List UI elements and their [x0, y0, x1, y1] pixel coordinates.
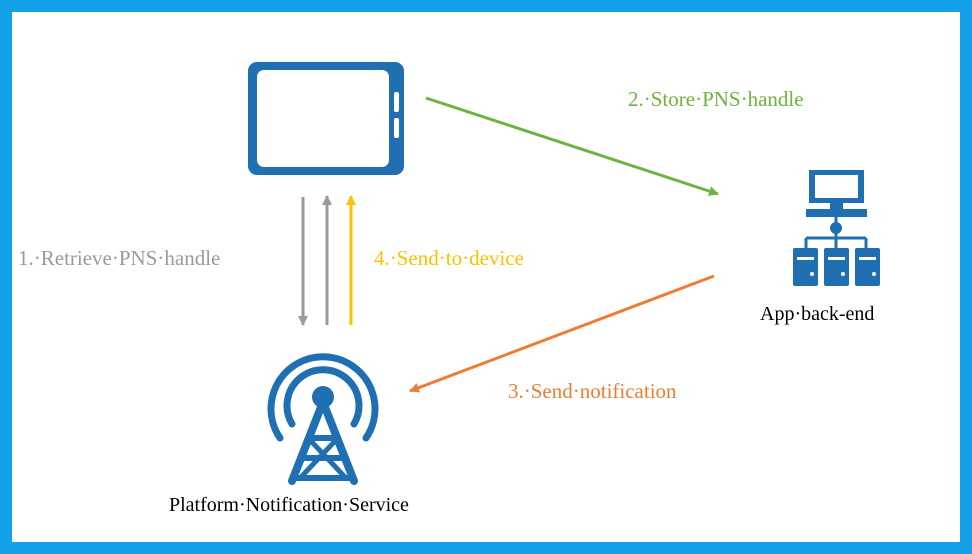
broadcast-tower-icon	[267, 353, 379, 485]
tablet-icon	[248, 62, 404, 175]
step-2-label: 2.·Store·PNS·handle	[628, 87, 804, 111]
backend-label: App·back-end	[760, 303, 875, 325]
step-4-label: 4.·Send·to·device	[374, 246, 524, 270]
arrow-store-handle	[425, 96, 719, 196]
arrow-send-notification	[409, 274, 715, 393]
step-1-label: 1.·Retrieve·PNS·handle	[18, 246, 221, 270]
pns-label: Platform·Notification·Service	[169, 494, 409, 516]
step-3-label: 3.·Send·notification	[508, 379, 677, 403]
server-network-icon	[793, 170, 880, 286]
